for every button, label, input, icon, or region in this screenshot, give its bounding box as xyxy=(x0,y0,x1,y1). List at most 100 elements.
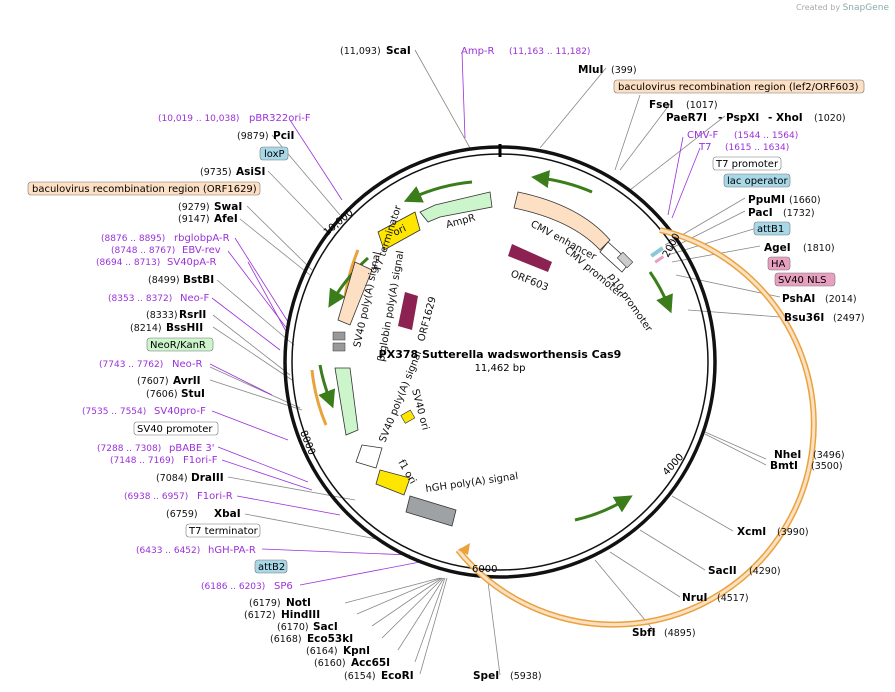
f1orif-primer-pos: (7148 .. 7169) xyxy=(110,456,174,466)
asisi-name: AsiSI xyxy=(236,166,265,178)
t7-primer-name: T7 xyxy=(698,142,711,153)
pcii-name: PciI xyxy=(273,130,294,142)
sacii-pos: (4290) xyxy=(749,566,781,577)
lac-operator-label: lac operator xyxy=(727,176,788,187)
noti-pos: (6179) xyxy=(249,598,281,609)
orf603-feature xyxy=(508,244,552,272)
sv40-promoter-box xyxy=(133,421,219,436)
neokan-box xyxy=(146,337,214,352)
bsshii-pos: (8214) xyxy=(130,323,162,334)
hghpar-primer-name: hGH-PA-R xyxy=(208,545,256,556)
primer-lines xyxy=(209,51,701,586)
ppumi-pos: (1660) xyxy=(789,195,821,206)
pshai-pos: (2014) xyxy=(825,294,857,305)
snapgene-logo: Created by SnapGene xyxy=(796,3,889,13)
rsrii-pos: (8333) xyxy=(146,310,178,321)
asisi-pos: (9735) xyxy=(200,167,232,178)
swai-pos: (9279) xyxy=(178,202,210,213)
saci-pos: (6170) xyxy=(277,622,309,633)
nhei-pos: (3496) xyxy=(813,450,845,461)
paer7i-name: PaeR7I xyxy=(666,112,707,124)
gray-bar-2 xyxy=(332,342,346,352)
eco53ki-pos: (6168) xyxy=(270,634,302,645)
orf1629-feature xyxy=(398,292,418,330)
ecori-name: EcoRI xyxy=(381,670,414,682)
ampr-primer-pos: (11,163 .. 11,182) xyxy=(509,47,590,57)
attb2-label: attB2 xyxy=(258,562,285,573)
plasmid-length: 11,462 bp xyxy=(475,363,526,374)
neor-primer-name: Neo-R xyxy=(172,359,203,370)
pbabe3-primer-pos: (7288 .. 7308) xyxy=(97,444,161,454)
xbai-name: XbaI xyxy=(214,508,241,520)
t7-terminator-feature xyxy=(337,261,373,326)
neof-primer-name: Neo-F xyxy=(180,293,210,304)
afei-pos: (9147) xyxy=(178,214,210,225)
sp6-primer-name: SP6 xyxy=(274,581,293,592)
attb1-box xyxy=(753,221,791,236)
draiii-pos: (7084) xyxy=(156,473,188,484)
attb1-bar xyxy=(650,246,664,258)
spei-pos: (5938) xyxy=(510,671,542,682)
sv40-ori-feature xyxy=(400,409,416,424)
bstbi-name: BstBI xyxy=(183,274,214,286)
rbglobpa-primer-name: rbglobpA-R xyxy=(174,233,230,244)
t7-primer-pos: (1615 .. 1634) xyxy=(725,143,789,153)
t7-promoter-label: T7 promoter xyxy=(715,159,779,170)
hghpar-primer-pos: (6433 .. 6452) xyxy=(136,546,200,556)
sacii-name: SacII xyxy=(708,565,737,577)
paci-pos: (1732) xyxy=(783,208,815,219)
xhoi-name: XhoI xyxy=(776,112,803,124)
bsshii-name: BssHII xyxy=(166,322,203,334)
mlui-name: MluI xyxy=(578,64,603,76)
stui-pos: (7606) xyxy=(146,389,178,400)
stui-name: StuI xyxy=(181,388,205,400)
ppumi-name: PpuMI xyxy=(748,194,785,206)
hindiii-pos: (6172) xyxy=(244,610,276,621)
bmti-name: BmtI xyxy=(770,460,798,472)
xcmi-pos: (3990) xyxy=(777,527,809,538)
afei-name: AfeI xyxy=(214,213,238,225)
eco53ki-name: Eco53kI xyxy=(307,633,353,645)
fsei-name: FseI xyxy=(649,99,673,111)
xbai-pos: (6759) xyxy=(166,509,198,520)
ha-box xyxy=(767,256,791,271)
loxp-label: loxP xyxy=(264,149,285,160)
ampr-feature xyxy=(419,191,493,223)
t7-promoter-box xyxy=(712,156,782,171)
bac-orf1629-box xyxy=(27,181,261,196)
agei-name: AgeI xyxy=(764,242,791,254)
rsrii-name: RsrII xyxy=(179,309,206,321)
orf603-label: ORF603 xyxy=(509,269,550,294)
bsu36i-pos: (2497) xyxy=(833,313,865,324)
sv40prof-primer-name: SV40pro-F xyxy=(154,406,206,417)
ebvrev-primer-pos: (8748 .. 8767) xyxy=(111,246,175,256)
swai-name: SwaI xyxy=(214,201,242,213)
sbfi-name: SbfI xyxy=(632,627,656,639)
ha-bar xyxy=(654,255,665,264)
ha-label: HA xyxy=(771,259,786,270)
tick-10000: 10,000 xyxy=(322,207,356,238)
bsu36i-name: Bsu36I xyxy=(784,312,824,324)
bstbi-pos: (8499) xyxy=(148,275,180,286)
saci-name: SacI xyxy=(313,621,338,633)
bac-lef2-label: baculovirus recombination region (lef2/O… xyxy=(618,82,859,93)
avrii-name: AvrII xyxy=(173,375,201,387)
cmv-enhancer-feature xyxy=(513,191,611,251)
ori-label: ori xyxy=(392,223,408,238)
lac-operator-box xyxy=(723,173,791,188)
acc65i-name: Acc65I xyxy=(351,657,390,669)
neor-primer-pos: (7743 .. 7762) xyxy=(99,360,163,370)
nrui-name: NruI xyxy=(682,592,707,604)
pspxi-name: PspXI xyxy=(726,112,759,124)
rbglobpa-primer-pos: (8876 .. 8895) xyxy=(101,234,165,244)
f1orir-primer-name: F1ori-R xyxy=(197,491,233,502)
loxp-box xyxy=(259,146,289,161)
noti-name: NotI xyxy=(286,597,311,609)
xcmi-name: XcmI xyxy=(737,526,766,538)
ebvrev-primer-name: EBV-rev xyxy=(182,245,221,256)
attb2-box xyxy=(254,559,288,574)
orf1629-label: ORF1629 xyxy=(416,295,439,342)
sv40-promoter-feature xyxy=(355,444,383,469)
nrui-pos: (4517) xyxy=(717,593,749,604)
